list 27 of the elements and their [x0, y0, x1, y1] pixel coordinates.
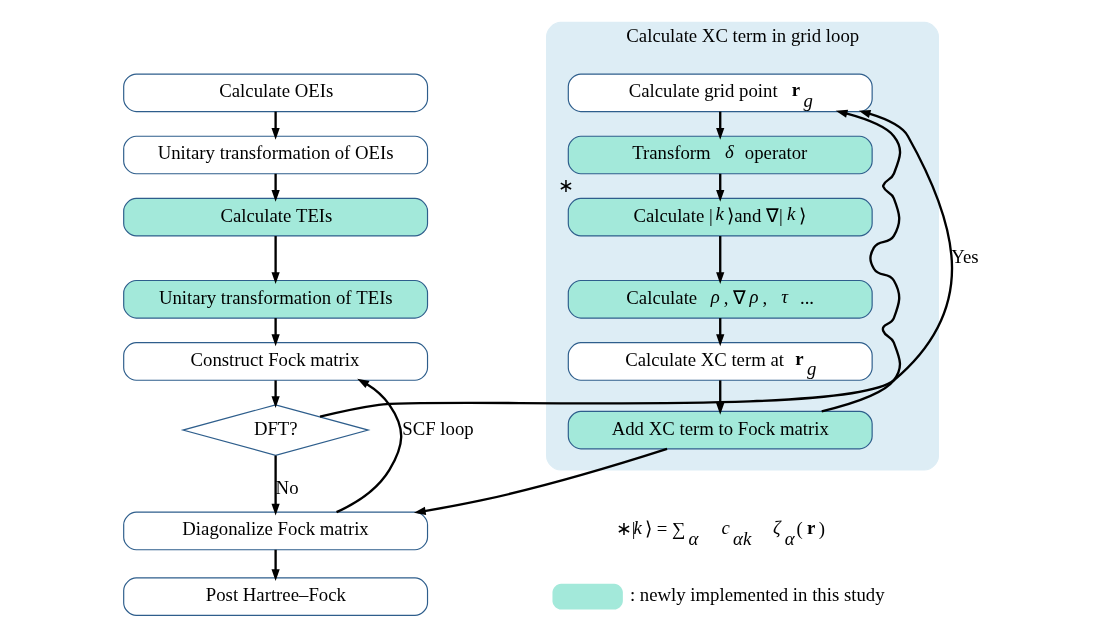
node-diamond: DFT? — [180, 404, 371, 456]
node-box: Unitary transformation of OEIs — [123, 135, 429, 175]
node-box: Transform δ operator — [567, 135, 873, 175]
node-label: ∗ — [557, 175, 574, 197]
node-box: Post Hartree–Fock — [123, 577, 429, 617]
edge-label: SCF loop — [402, 417, 474, 439]
arrow — [271, 549, 280, 582]
arrow — [821, 109, 902, 413]
node-box: Construct Fock matrix — [123, 342, 429, 381]
node-box: Add XC term to Fock matrix — [567, 410, 873, 450]
arrow — [271, 173, 280, 202]
legend-label: : newly implemented in this study — [629, 584, 885, 606]
arrow — [271, 380, 280, 408]
arrow — [271, 455, 280, 516]
arrow — [271, 236, 280, 284]
node-box: Calculate |k⟩and ∇|k⟩ — [567, 197, 873, 237]
node-box: Calculate ρ, ∇ρ, τ ... — [567, 279, 873, 319]
arrow — [413, 447, 668, 515]
node-box: Calculate TEIs — [123, 197, 429, 237]
node-box: Calculate OEIs — [123, 73, 429, 113]
arrow — [716, 380, 725, 415]
arrow — [271, 318, 280, 347]
arrow — [336, 378, 403, 514]
arrow — [716, 236, 725, 284]
node-box: Diagonalize Fock matrix — [123, 511, 429, 551]
arrow — [271, 111, 280, 140]
node-box: Unitary transformation of TEIs — [123, 279, 429, 319]
